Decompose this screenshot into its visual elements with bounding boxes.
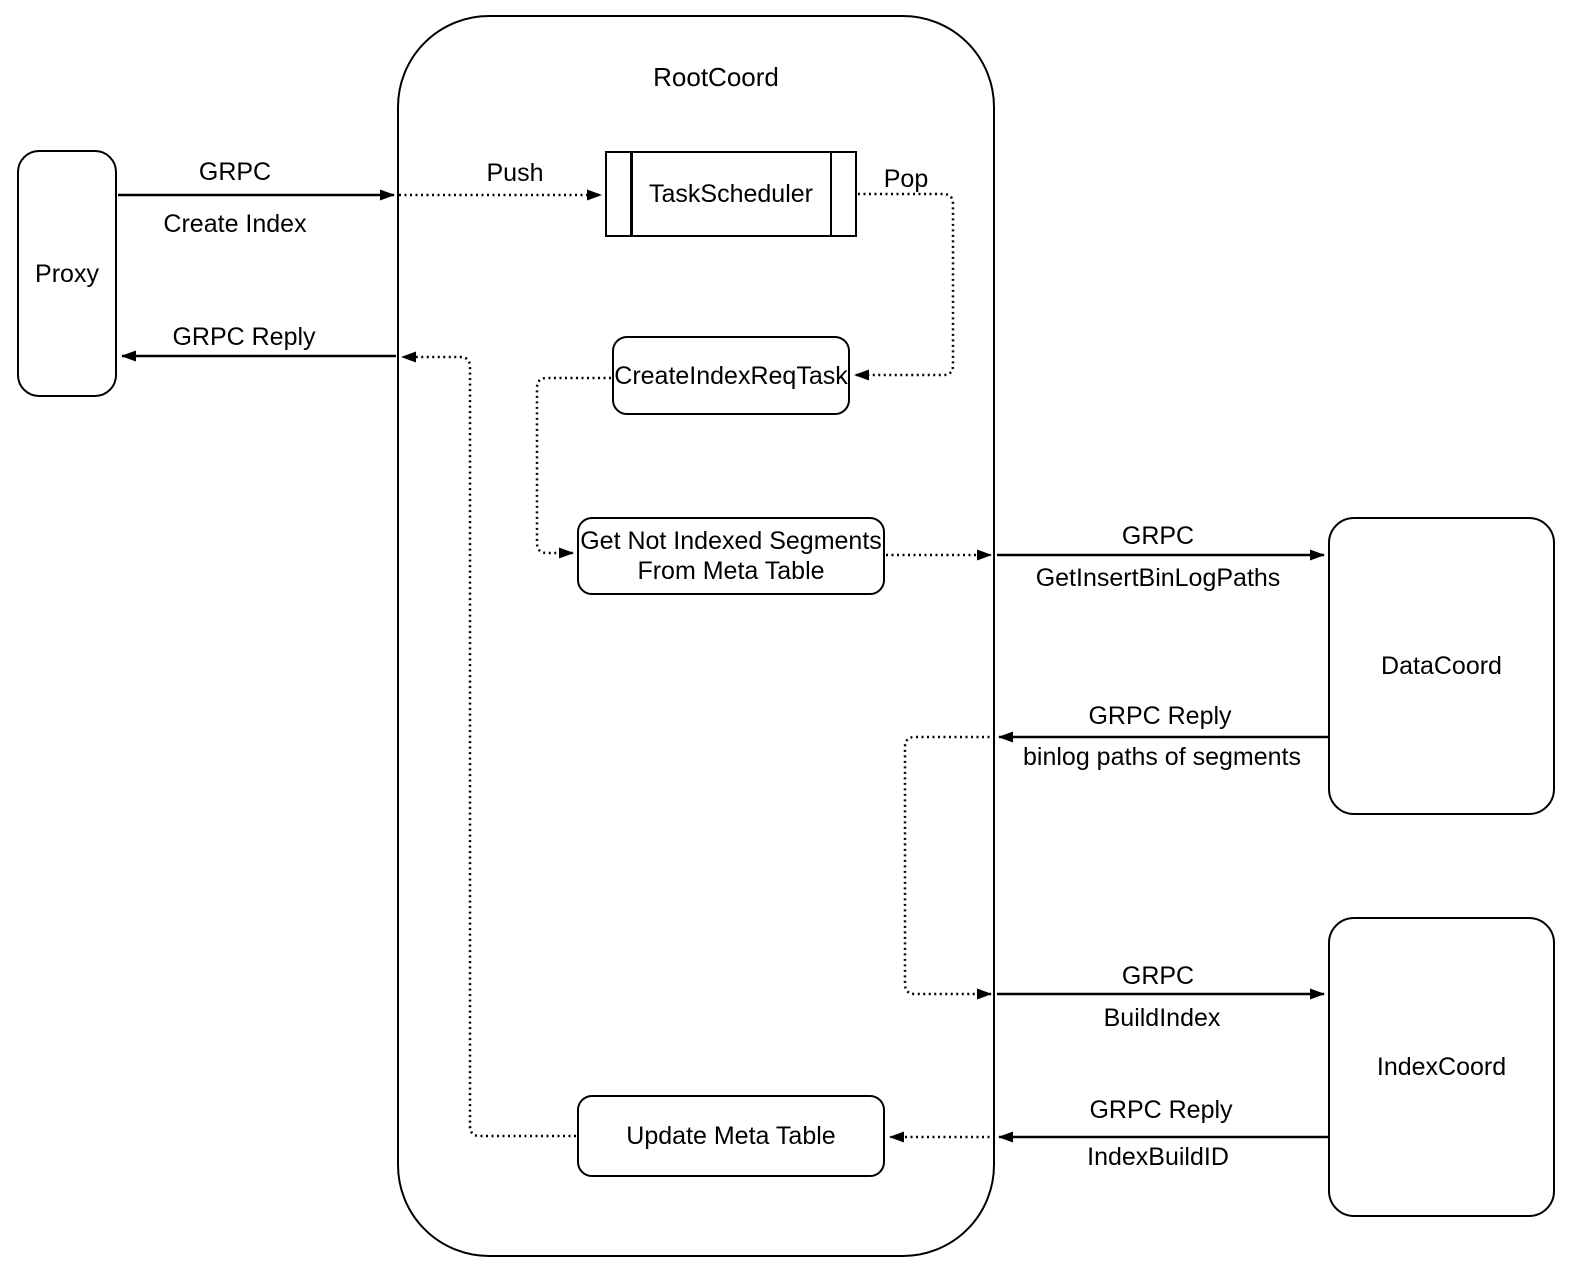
rootcoord-title: RootCoord — [653, 62, 779, 92]
get-not-indexed-label-line2: From Meta Table — [637, 557, 825, 585]
label-build-index-method: BuildIndex — [1103, 1004, 1221, 1032]
node-get-not-indexed: Get Not Indexed Segments From Meta Table — [577, 517, 885, 595]
task-scheduler-label: TaskScheduler — [649, 180, 813, 208]
node-create-index-req-task: CreateIndexReqTask — [612, 336, 850, 415]
label-build-index-protocol: GRPC — [1121, 962, 1195, 990]
label-create-index-method: Create Index — [163, 210, 307, 238]
label-index-build-reply-protocol: GRPC Reply — [1089, 1096, 1233, 1124]
label-push: Push — [486, 159, 544, 187]
label-binlog-reply-payload: binlog paths of segments — [1023, 743, 1301, 771]
label-pop: Pop — [883, 165, 929, 193]
node-update-meta-table: Update Meta Table — [577, 1095, 885, 1177]
node-data-coord: DataCoord — [1328, 517, 1555, 815]
proxy-label: Proxy — [35, 259, 99, 288]
node-task-scheduler: TaskScheduler — [605, 151, 857, 237]
create-index-req-task-label: CreateIndexReqTask — [614, 361, 848, 390]
label-get-binlog-protocol: GRPC — [1121, 522, 1195, 550]
label-proxy-reply: GRPC Reply — [172, 323, 316, 351]
label-create-index-protocol: GRPC — [198, 158, 272, 186]
get-not-indexed-label-line1: Get Not Indexed Segments — [580, 527, 882, 555]
label-index-build-reply-payload: IndexBuildID — [1087, 1143, 1229, 1171]
label-binlog-reply-protocol: GRPC Reply — [1088, 702, 1232, 730]
node-index-coord: IndexCoord — [1328, 917, 1555, 1217]
index-coord-label: IndexCoord — [1376, 1053, 1507, 1081]
node-proxy: Proxy — [17, 150, 117, 397]
data-coord-label: DataCoord — [1381, 652, 1502, 680]
label-get-binlog-method: GetInsertBinLogPaths — [1035, 564, 1281, 592]
update-meta-table-label: Update Meta Table — [626, 1122, 836, 1150]
